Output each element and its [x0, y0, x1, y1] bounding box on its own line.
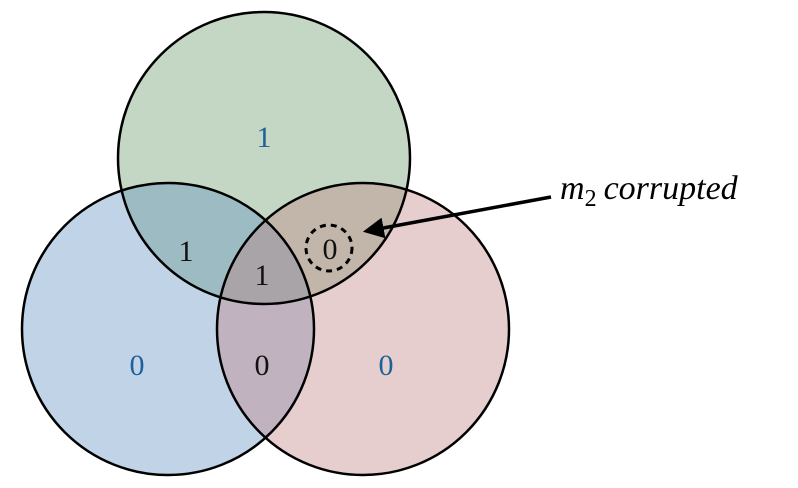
region-left-right-value: 0: [255, 349, 270, 382]
region-left-only-value: 0: [130, 349, 145, 382]
region-top-only-value: 1: [257, 121, 272, 154]
annotation-subscript: 2: [585, 186, 597, 212]
circle-top: [118, 12, 410, 304]
annotation-arrow: [362, 195, 552, 239]
region-right-only-value: 0: [379, 349, 394, 382]
circle-right: [217, 183, 509, 475]
annotation-text: corrupted: [604, 170, 739, 207]
circle-right-outline: [215, 181, 511, 477]
region-top-left-value: 1: [179, 235, 194, 268]
annotation-label: m2 corrupted: [560, 170, 739, 212]
region-center-value: 1: [255, 259, 270, 292]
circle-left-outline: [20, 181, 316, 477]
circle-top-outline: [116, 10, 412, 306]
circle-left: [22, 183, 314, 475]
corrupted-bit-marker: [304, 223, 354, 273]
annotation-variable: m: [560, 170, 585, 207]
region-top-right-value: 0: [323, 233, 338, 266]
